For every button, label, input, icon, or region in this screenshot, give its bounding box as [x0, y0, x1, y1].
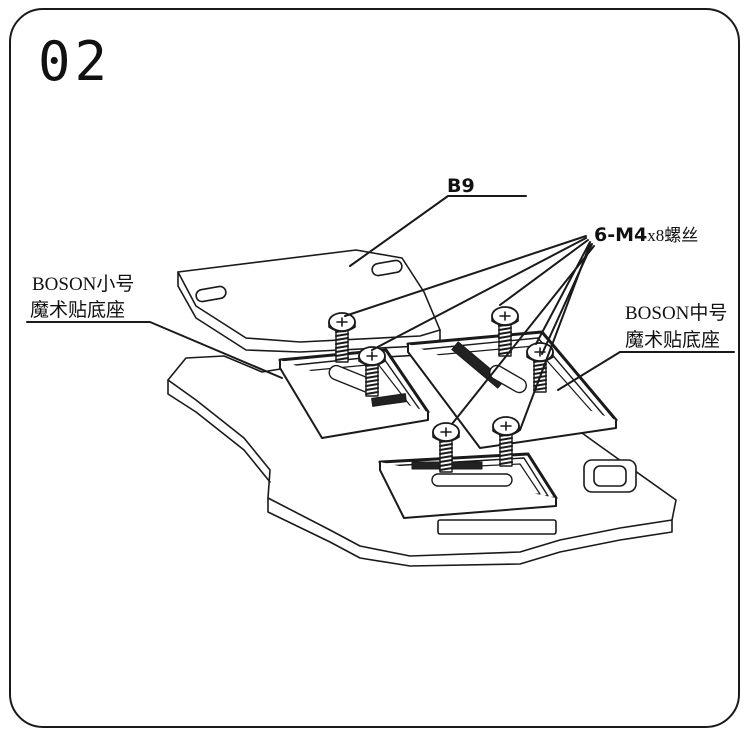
medium-base-label-line2: 魔术贴底座: [625, 330, 721, 351]
medium-velcro-base: [406, 330, 618, 449]
screw-icon: [491, 306, 519, 357]
screw-icon: [432, 422, 460, 473]
front-velcro-base: [378, 452, 558, 519]
screw-icon: [328, 312, 356, 363]
diagram-frame: [9, 8, 740, 728]
screw-label: 6-M4x8螺丝: [594, 221, 698, 246]
screw-code: 6-M4: [594, 224, 648, 246]
leader-lines: [26, 195, 735, 431]
small-base-label-line1: BOSON小号: [32, 274, 135, 295]
part-label-b9: B9: [447, 175, 475, 197]
small-base-label-line2: 魔术贴底座: [30, 300, 126, 321]
screw-description: x8螺丝: [647, 226, 699, 245]
screw-icon: [358, 346, 386, 397]
small-velcro-base: [278, 348, 430, 439]
screw-icon: [492, 416, 520, 467]
medium-base-label-line1: BOSON中号: [625, 303, 728, 324]
bracket-plate-b9: [177, 249, 441, 353]
step-number: 02: [38, 30, 112, 93]
